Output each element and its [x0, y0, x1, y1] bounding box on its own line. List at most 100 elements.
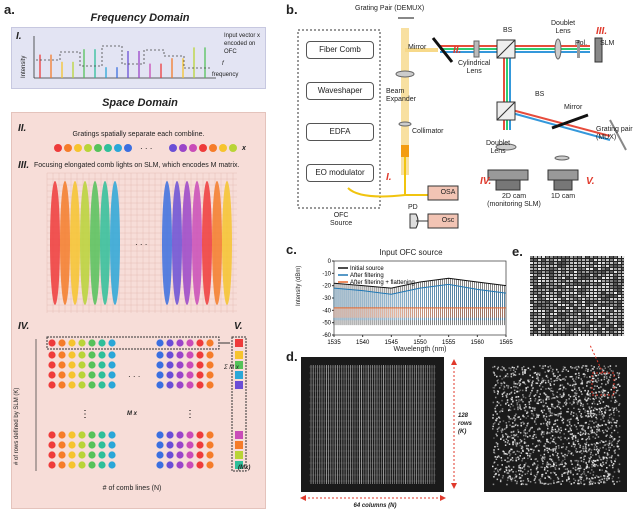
matrix-dot: [166, 361, 174, 369]
matrix-dot: [176, 381, 184, 389]
space-domain-box: II. Gratings spatially separate each com…: [11, 112, 266, 509]
matrix-dot: [98, 361, 106, 369]
slm-grid-image: [309, 365, 436, 484]
matrix-dot: [58, 351, 66, 359]
cam-2d-body: [487, 169, 529, 181]
path-marker-iv: IV.: [480, 176, 492, 187]
pol-label: Pol.: [575, 40, 588, 47]
combline-dot: [229, 144, 237, 152]
dots-ellipsis: · · ·: [140, 144, 152, 153]
matrix-dot: [98, 381, 106, 389]
rows-label: # of rows defined by SLM (K): [14, 387, 20, 465]
output-cell: [235, 339, 243, 347]
matrix-dot: [68, 441, 76, 449]
matrix-dot: [78, 339, 86, 347]
encoding-envelope: [36, 45, 210, 69]
cols-arrow: [300, 495, 446, 501]
freq-ylabel: Intensity: [21, 55, 27, 78]
row-highlight: [46, 336, 220, 350]
matrix-dot: [98, 351, 106, 359]
matrix-dot: [88, 361, 96, 369]
matrix-dot: [206, 451, 214, 459]
roman-iv: IV.: [18, 321, 30, 332]
frequency-comb-plot: [33, 36, 216, 79]
matrix-dot: [88, 351, 96, 359]
matrix-dot: [68, 371, 76, 379]
iii-text-tail: matrix.: [216, 162, 240, 169]
beam-expander-line1: Beam: [386, 88, 405, 95]
matrix-dot: [206, 351, 214, 359]
matrix-dot: [48, 461, 56, 469]
bs-1-label: BS: [503, 27, 513, 34]
freq-note-line3: OFC: [224, 49, 237, 55]
matrix-dot: [196, 381, 204, 389]
matrix-dot: [156, 431, 164, 439]
y-tick-label: -60: [322, 333, 331, 339]
grid-ellipsis-v2: ⋮: [185, 409, 195, 420]
matrix-dot: [206, 441, 214, 449]
x-tick-label: 1535: [327, 340, 341, 346]
matrix-dot: [98, 431, 106, 439]
doublet-lens-1: [554, 38, 562, 60]
matrix-dot: [48, 451, 56, 459]
matrix-dot: [98, 441, 106, 449]
matrix-dot: [186, 461, 194, 469]
comb-lines: [39, 47, 206, 78]
elongated-beam: [50, 181, 60, 305]
x-tick-label: 1565: [499, 340, 513, 346]
collimator-label: Collimator: [412, 128, 444, 135]
combline-dot: [104, 144, 112, 152]
matrix-dot: [206, 361, 214, 369]
combline-dot: [114, 144, 122, 152]
cam-1d-label: 1D cam: [551, 193, 576, 200]
chart-ylabel: Intensity (dBm): [296, 265, 302, 306]
matrix-dot: [166, 351, 174, 359]
panel-c-label: c.: [286, 242, 297, 257]
matrix-dot: [166, 451, 174, 459]
mirror-2-label: Mirror: [564, 104, 583, 111]
camera-image-1: [301, 357, 444, 492]
ii-variable: x: [242, 145, 246, 152]
mx-label: M x: [127, 411, 138, 417]
matrix-dot: [58, 431, 66, 439]
matrix-dot: [98, 339, 106, 347]
roman-iii: III.: [18, 160, 30, 171]
rows-line3: (K): [458, 429, 467, 435]
output-cell: [235, 431, 243, 439]
polarizer: [577, 40, 580, 58]
bs-2-label: BS: [535, 91, 545, 98]
pd-label: PD: [408, 204, 418, 211]
elongated-beam: [202, 181, 212, 305]
beam-expander-lens-2: [398, 121, 412, 127]
zoom-region-box: [591, 372, 615, 396]
elongated-beam: [222, 181, 232, 305]
matrix-dot: [88, 441, 96, 449]
cam1d-lens: [554, 155, 570, 161]
output-cell: [235, 351, 243, 359]
osa-label: OSA: [440, 189, 456, 196]
ofc-source-line2: Source: [330, 220, 353, 227]
matrix-dot: [186, 381, 194, 389]
matrix-dot: [196, 371, 204, 379]
matrix-dot: [196, 351, 204, 359]
matrix-dot: [78, 431, 86, 439]
elongated-beam: [100, 181, 110, 305]
grating-mux-line2: (MUX): [596, 134, 617, 141]
matrix-dot: [58, 381, 66, 389]
cylindrical-lens-label: Cylindrical Lens: [458, 60, 490, 76]
matrix-dot: [78, 441, 86, 449]
output-cell: [235, 371, 243, 379]
matrix-dot: [156, 451, 164, 459]
matrix-dot: [176, 441, 184, 449]
matrix-dot: [166, 441, 174, 449]
matrix-dot: [166, 461, 174, 469]
output-column: [231, 336, 247, 472]
matrix-dot: [166, 431, 174, 439]
x-tick-label: 1540: [356, 340, 370, 346]
matrix-dot: [156, 351, 164, 359]
eo-modulator-box: EO modulator: [306, 164, 374, 182]
freq-note-line1: Input vector x: [224, 33, 261, 39]
combline-dot: [94, 144, 102, 152]
freq-note: Input vector x encoded on OFC: [224, 32, 260, 56]
osa-box-shape: [427, 185, 459, 201]
